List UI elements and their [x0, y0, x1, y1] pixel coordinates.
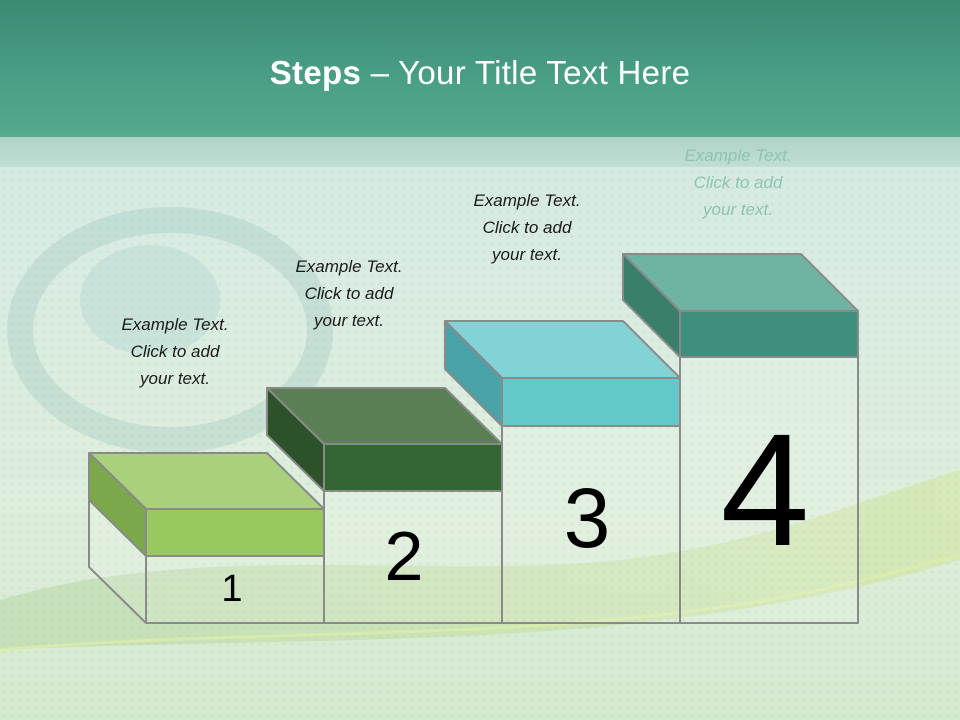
page-title[interactable]: Steps – Your Title Text Here	[0, 54, 960, 92]
step-1-line2: Click to add	[130, 342, 220, 361]
step-1-text[interactable]: Example Text. Click to add your text.	[85, 311, 265, 392]
step-2-line2: Click to add	[304, 284, 394, 303]
title-rest: – Your Title Text Here	[361, 54, 691, 91]
step-3-line3: your text.	[492, 245, 562, 264]
step-4-line3: your text.	[703, 200, 773, 219]
title-bold: Steps	[269, 54, 362, 91]
step-1-line1: Example Text.	[121, 315, 229, 334]
step-3-line1: Example Text.	[473, 191, 581, 210]
step-4-line2: Click to add	[693, 173, 783, 192]
step-3-line2: Click to add	[482, 218, 572, 237]
step-2-text[interactable]: Example Text. Click to add your text.	[259, 253, 439, 334]
step-1-line3: your text.	[140, 369, 210, 388]
step-4-number: 4	[720, 400, 810, 579]
step-2-line3: your text.	[314, 311, 384, 330]
title-band	[0, 0, 960, 137]
step-2-line1: Example Text.	[295, 257, 403, 276]
step-2-number: 2	[384, 517, 424, 595]
step-3-number: 3	[563, 471, 611, 565]
title-band-stripe	[0, 137, 960, 167]
step-2-block-front	[323, 443, 503, 492]
step-1-number: 1	[221, 568, 243, 610]
step-4-text[interactable]: Example Text. Click to add your text.	[648, 142, 828, 223]
step-1-block-front	[145, 508, 325, 557]
step-4-line1: Example Text.	[684, 146, 792, 165]
step-4-block-front	[679, 310, 859, 358]
step-3-text[interactable]: Example Text. Click to add your text.	[437, 187, 617, 268]
step-3-block-front	[501, 377, 681, 427]
